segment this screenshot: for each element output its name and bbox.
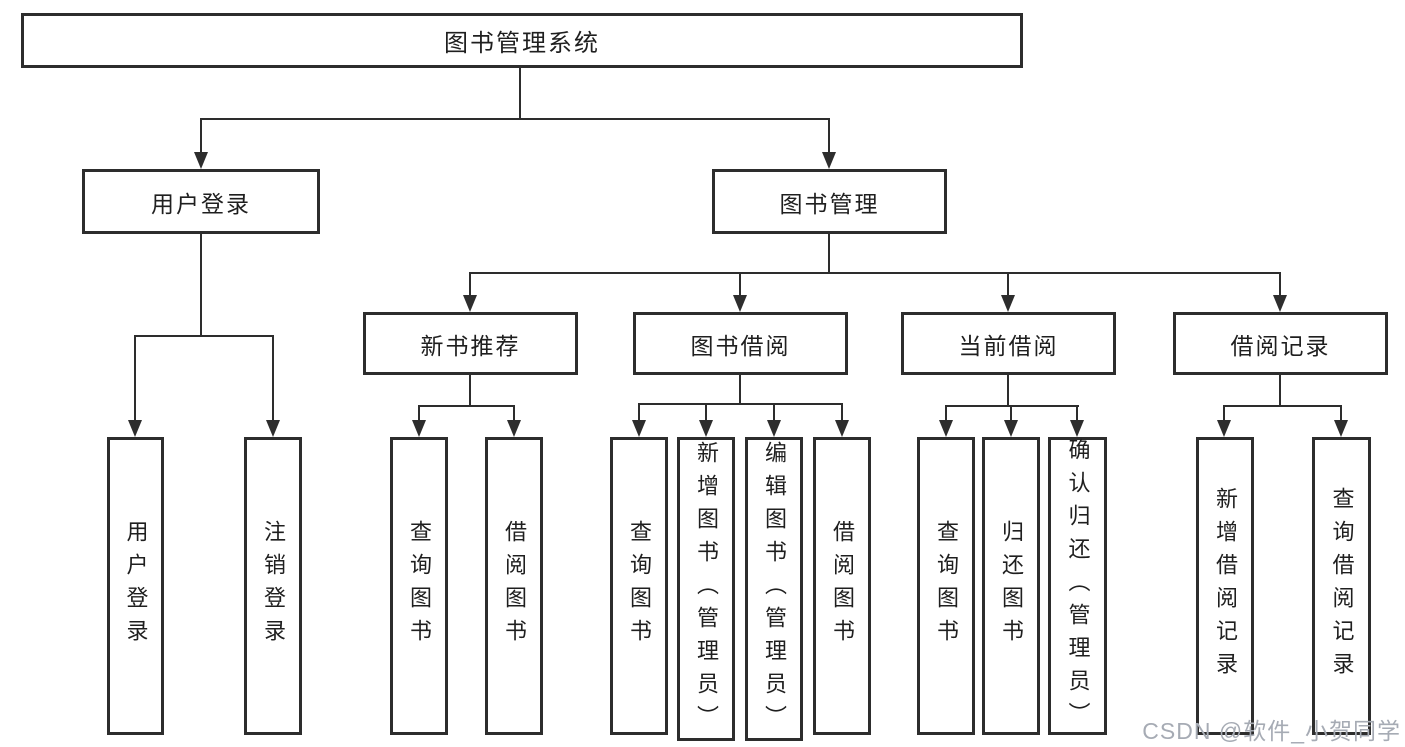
connector-line: [418, 405, 420, 422]
arrowhead-down-icon: [1004, 420, 1018, 437]
connector-line: [945, 405, 947, 422]
leaf-label: 查询图书: [627, 520, 652, 652]
connector-line: [1340, 405, 1342, 422]
connector-line: [841, 403, 843, 422]
leaf-user-login: 用户登录: [107, 437, 164, 735]
node-user-login: 用户登录: [82, 169, 320, 234]
leaf-add-books-admin: 新增图书（管理员）: [677, 437, 735, 741]
connector-line: [1010, 405, 1012, 422]
connector-line: [200, 234, 202, 337]
leaf-query-books-borrowing: 查询图书: [610, 437, 668, 735]
connector-line: [1279, 375, 1281, 407]
connector-line: [945, 405, 1079, 407]
leaf-borrow-books-recommend: 借阅图书: [485, 437, 543, 735]
connector-line: [469, 272, 471, 297]
leaf-query-books-current: 查询图书: [917, 437, 975, 735]
node-label: 用户登录: [151, 190, 251, 217]
connector-line: [739, 272, 741, 297]
arrowhead-down-icon: [1001, 295, 1015, 312]
arrowhead-down-icon: [632, 420, 646, 437]
arrowhead-down-icon: [412, 420, 426, 437]
leaf-label: 归还图书: [999, 520, 1024, 652]
arrowhead-down-icon: [1273, 295, 1287, 312]
leaf-label: 新增图书（管理员）: [694, 440, 719, 738]
leaf-query-borrow-record: 查询借阅记录: [1312, 437, 1371, 735]
node-label: 图书借阅: [690, 332, 791, 359]
arrowhead-down-icon: [266, 420, 280, 437]
csdn-watermark: CSDN @软件_小贺同学: [1142, 718, 1401, 744]
leaf-label: 用户登录: [123, 520, 149, 652]
connector-line: [773, 403, 775, 422]
node-label: 借阅记录: [1230, 332, 1331, 359]
connector-line: [828, 118, 830, 154]
leaf-label: 注销登录: [261, 520, 286, 652]
node-book-borrowing: 图书借阅: [633, 312, 848, 375]
connector-line: [1076, 405, 1078, 422]
arrowhead-down-icon: [1070, 420, 1084, 437]
leaf-query-books-recommend: 查询图书: [390, 437, 448, 735]
leaf-label: 借阅图书: [830, 520, 855, 652]
connector-line: [1007, 375, 1009, 407]
node-label: 图书管理系统: [444, 30, 600, 57]
connector-line: [519, 68, 521, 120]
arrowhead-down-icon: [939, 420, 953, 437]
connector-line: [418, 405, 515, 407]
connector-line: [200, 118, 830, 120]
node-library-management-system: 图书管理系统: [21, 13, 1023, 68]
connector-line: [134, 335, 274, 337]
connector-line: [200, 118, 202, 154]
leaf-confirm-return-admin: 确认归还（管理员）: [1048, 437, 1107, 735]
connector-line: [469, 375, 471, 407]
connector-line: [638, 403, 640, 422]
arrowhead-down-icon: [1334, 420, 1348, 437]
leaf-edit-books-admin: 编辑图书（管理员）: [745, 437, 803, 741]
arrowhead-down-icon: [822, 152, 836, 169]
arrowhead-down-icon: [835, 420, 849, 437]
arrowhead-down-icon: [463, 295, 477, 312]
leaf-label: 查询图书: [934, 520, 959, 652]
node-label: 新书推荐: [420, 332, 521, 359]
connector-line: [739, 375, 741, 405]
connector-line: [828, 234, 830, 274]
leaf-label: 确认归还（管理员）: [1065, 437, 1091, 735]
arrowhead-down-icon: [507, 420, 521, 437]
leaf-logout: 注销登录: [244, 437, 302, 735]
leaf-label: 新增借阅记录: [1213, 487, 1238, 685]
connector-line: [134, 335, 136, 421]
connector-line: [638, 403, 843, 405]
connector-line: [513, 405, 515, 422]
leaf-return-books: 归还图书: [982, 437, 1040, 735]
leaf-borrow-books-borrowing: 借阅图书: [813, 437, 871, 735]
node-new-book-recommendation: 新书推荐: [363, 312, 578, 375]
arrowhead-down-icon: [128, 420, 142, 437]
node-borrowing-records: 借阅记录: [1173, 312, 1388, 375]
connector-line: [272, 335, 274, 421]
connector-line: [469, 272, 1281, 274]
leaf-label: 查询图书: [407, 520, 432, 652]
leaf-label: 借阅图书: [502, 520, 527, 652]
connector-line: [1223, 405, 1342, 407]
connector-line: [1223, 405, 1225, 422]
leaf-label: 编辑图书（管理员）: [762, 440, 787, 738]
node-current-borrowing: 当前借阅: [901, 312, 1116, 375]
connector-line: [1279, 272, 1281, 297]
arrowhead-down-icon: [733, 295, 747, 312]
connector-line: [1007, 272, 1009, 297]
node-label: 当前借阅: [958, 332, 1059, 359]
node-book-management: 图书管理: [712, 169, 947, 234]
leaf-add-borrow-record: 新增借阅记录: [1196, 437, 1254, 735]
arrowhead-down-icon: [767, 420, 781, 437]
arrowhead-down-icon: [1217, 420, 1231, 437]
node-label: 图书管理: [779, 190, 880, 217]
leaf-label: 查询借阅记录: [1329, 487, 1355, 685]
arrowhead-down-icon: [194, 152, 208, 169]
connector-line: [705, 403, 707, 422]
arrowhead-down-icon: [699, 420, 713, 437]
